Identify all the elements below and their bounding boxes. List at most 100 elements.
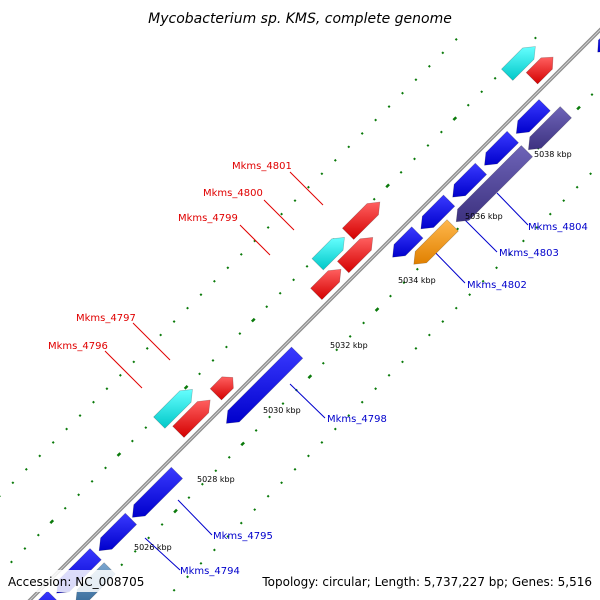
track-tick xyxy=(254,429,258,432)
accession-text: Accession: NC_008705 xyxy=(8,575,144,589)
track-tick xyxy=(227,455,231,459)
gene-mkms-4800[interactable] xyxy=(336,237,374,274)
track-tick xyxy=(239,521,243,525)
genome-title: Mycobacterium sp. KMS, complete genome xyxy=(148,11,452,27)
track-tick xyxy=(214,469,218,473)
kbp-label-5038: 5038 kbp xyxy=(534,150,572,159)
gene-mkms-4798[interactable] xyxy=(226,346,304,424)
track-tick xyxy=(387,373,391,377)
gene-mkms-4807-rna[interactable] xyxy=(501,46,536,81)
gene-label-mkms-4804[interactable]: Mkms_4804 xyxy=(528,222,588,233)
track-tick xyxy=(11,481,15,485)
track-tick xyxy=(49,519,55,524)
gene-mkms-4799[interactable] xyxy=(310,268,342,301)
track-tick xyxy=(187,496,191,500)
track-tick xyxy=(468,293,472,297)
track-tick xyxy=(535,226,539,229)
gene-mkms-4795[interactable] xyxy=(132,466,184,518)
track-tick xyxy=(575,185,579,189)
track-tick xyxy=(199,293,203,297)
track-tick xyxy=(333,427,337,431)
kbp-label-5026: 5026 kbp xyxy=(134,543,172,552)
track-tick xyxy=(130,439,134,443)
gene-mkms-4805[interactable] xyxy=(484,130,519,166)
gene-mkms-4802-blue[interactable] xyxy=(392,226,424,258)
track-tick xyxy=(133,549,137,553)
track-tick xyxy=(305,264,309,268)
track-tick xyxy=(508,252,512,256)
kbp-label-5036: 5036 kbp xyxy=(465,212,503,221)
track-tick xyxy=(10,560,13,564)
gene-mkms-4804[interactable] xyxy=(528,106,572,151)
label-leaders xyxy=(104,171,529,571)
gene-mkms-4803[interactable] xyxy=(455,145,534,223)
gene-label-mkms-4795[interactable]: Mkms_4795 xyxy=(213,531,273,542)
track-tick xyxy=(548,212,552,216)
gene-mkms-4808[interactable] xyxy=(597,25,600,53)
gene-label-mkms-4797[interactable]: Mkms_4797 xyxy=(76,313,136,324)
track-tick xyxy=(226,266,230,270)
track-tick xyxy=(280,212,283,216)
track-tick xyxy=(576,105,581,111)
genome-backbone xyxy=(27,27,600,600)
gene-label-mkms-4799[interactable]: Mkms_4799 xyxy=(178,213,238,224)
track-tick xyxy=(293,467,297,471)
track-tick xyxy=(160,523,164,526)
track-tick xyxy=(441,51,445,55)
gene-mkms-4793[interactable] xyxy=(25,590,59,600)
gene-mkms-4802[interactable] xyxy=(413,219,459,265)
track-tick xyxy=(159,333,163,337)
track-tick xyxy=(144,426,148,430)
track-tick xyxy=(348,334,352,338)
track-tick xyxy=(90,479,94,483)
track-tick xyxy=(534,36,537,40)
gene-mkms-4800-rna[interactable] xyxy=(311,237,345,271)
gene-mkms-4803-blue[interactable] xyxy=(420,194,456,230)
track-tick xyxy=(439,130,443,134)
gene-label-mkms-4798[interactable]: Mkms_4798 xyxy=(327,414,387,425)
track-tick xyxy=(278,291,282,295)
gene-label-mkms-4796[interactable]: Mkms_4796 xyxy=(48,341,108,352)
gene-label-mkms-4802[interactable]: Mkms_4802 xyxy=(467,280,527,291)
track-tick xyxy=(466,103,470,107)
gene-mkms-4801[interactable] xyxy=(341,201,381,240)
gene-mkms-4796[interactable] xyxy=(172,399,211,438)
track-tick xyxy=(172,588,176,592)
track-tick xyxy=(321,361,325,365)
track-tick xyxy=(238,332,242,335)
track-tick xyxy=(385,183,390,189)
kbp-label-5028: 5028 kbp xyxy=(197,475,235,484)
gene-mkms-4806[interactable] xyxy=(515,99,551,134)
track-tick xyxy=(292,278,296,282)
track-tick xyxy=(562,199,566,203)
track-tick xyxy=(347,145,351,149)
gene-label-mkms-4801[interactable]: Mkms_4801 xyxy=(232,161,292,172)
track-tick xyxy=(253,508,257,512)
gene-mkms-4807[interactable] xyxy=(525,56,554,85)
track-tick xyxy=(266,494,270,498)
track-tick xyxy=(414,78,418,82)
gene-mkms-4797[interactable] xyxy=(209,376,234,401)
gene-mkms-4795-a[interactable] xyxy=(98,512,138,552)
gene-label-mkms-4803[interactable]: Mkms_4803 xyxy=(499,248,559,259)
track-tick xyxy=(399,170,403,174)
track-tick xyxy=(372,197,376,201)
gene-label-mkms-4794[interactable]: Mkms_4794 xyxy=(180,566,240,577)
track-tick xyxy=(92,400,95,404)
track-tick xyxy=(335,348,339,352)
track-tick xyxy=(200,482,204,486)
track-tick xyxy=(116,452,122,457)
track-tick xyxy=(402,281,406,285)
track-tick xyxy=(495,266,498,270)
gene-label-mkms-4800[interactable]: Mkms_4800 xyxy=(203,188,263,199)
track-tick xyxy=(265,305,269,309)
track-tick xyxy=(307,454,310,458)
gene-mkms-4796-rna[interactable] xyxy=(153,389,193,429)
track-tick xyxy=(173,508,178,514)
track-tick xyxy=(320,172,324,176)
gene-mkms-4804-blue[interactable] xyxy=(452,162,488,198)
track-tick xyxy=(239,252,243,256)
kbp-label-5032: 5032 kbp xyxy=(330,341,368,350)
